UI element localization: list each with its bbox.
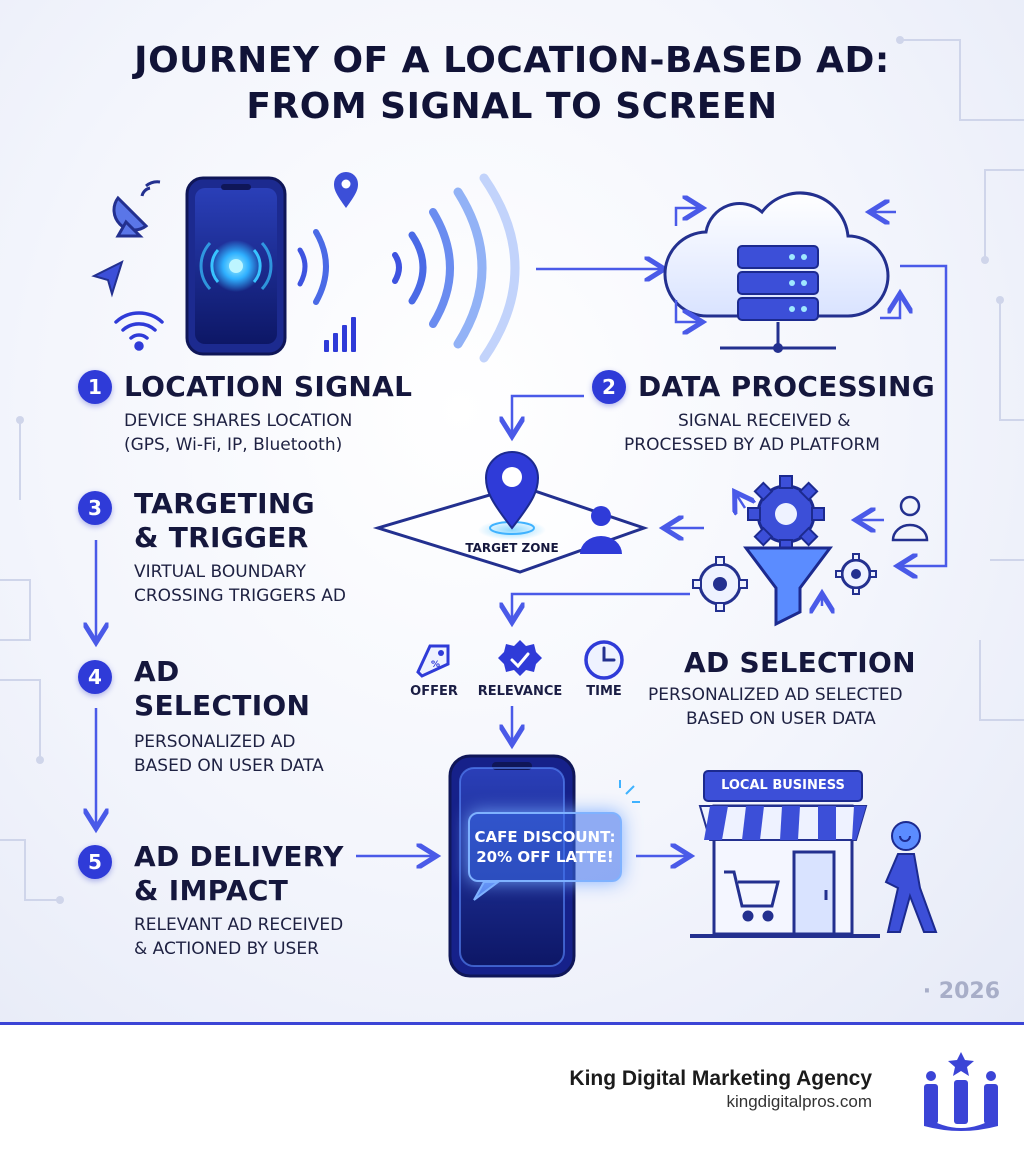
source-phone [185, 176, 287, 356]
step-4-desc-line-2: BASED ON USER DATA [134, 756, 324, 776]
target-zone-label: TARGET ZONE [465, 541, 559, 555]
factor-label-time: TIME [586, 684, 622, 699]
year-label: · 2026 [922, 979, 1000, 1004]
check-badge-icon [498, 640, 542, 676]
ad-selection-heading: AD SELECTION [684, 646, 916, 679]
step-1-badge: 1 [78, 370, 112, 404]
crown-logo-icon [924, 1052, 998, 1131]
svg-text:%: % [431, 660, 440, 670]
factor-label-relevance: RELEVANCE [477, 684, 563, 699]
wifi-icon [114, 311, 164, 351]
step-3-desc-line-2: CROSSING TRIGGERS AD [134, 586, 346, 606]
step-2-heading: DATA PROCESSING [638, 370, 936, 403]
step-5-heading-line-1: AD DELIVERY [134, 840, 344, 873]
arrow-cloud-to-selection [900, 264, 948, 566]
ad-bubble-line-2: 20% OFF LATTE! [476, 848, 614, 866]
tag-icon: % [416, 644, 450, 678]
funnel-icon [743, 546, 833, 627]
ad-bubble-line-1: CAFE DISCOUNT: [474, 828, 616, 846]
step-1-desc-line-2: (GPS, Wi-Fi, IP, Bluetooth) [124, 435, 343, 455]
arrow-processing-to-zone [512, 394, 584, 434]
step-3-desc-line-1: VIRTUAL BOUNDARY [134, 562, 306, 582]
step-3-heading-line-1: TARGETING [134, 487, 315, 520]
store-icon [690, 770, 880, 938]
step-2-badge: 2 [592, 370, 626, 404]
step-2-desc-line-1: SIGNAL RECEIVED & [678, 411, 851, 431]
signal-bars-icon [324, 317, 356, 352]
step-1-heading: LOCATION SIGNAL [124, 370, 413, 403]
navigation-arrow-icon [91, 260, 124, 298]
store-sign-label: LOCAL BUSINESS [721, 778, 845, 793]
title-line-1: JOURNEY OF A LOCATION-BASED AD: [134, 40, 890, 81]
step-4-heading-line-1: AD [134, 655, 180, 688]
step-5-heading-line-2: & IMPACT [134, 874, 289, 907]
cloud-server-icon [663, 191, 890, 353]
satellite-dish-icon [112, 180, 161, 238]
map-pin-icon [334, 172, 358, 208]
gear-cycle-arrow [736, 494, 745, 508]
title-line-2: FROM SIGNAL TO SCREEN [246, 86, 778, 127]
step-4-heading-line-2: SELECTION [134, 689, 311, 722]
ad-selection-desc-line-1: PERSONALIZED AD SELECTED [648, 685, 903, 705]
step-2-desc-line-2: PROCESSED BY AD PLATFORM [624, 435, 880, 455]
step-5-desc-line-2: & ACTIONED BY USER [134, 939, 319, 959]
step-5-desc-line-1: RELEVANT AD RECEIVED [134, 915, 344, 935]
footer [0, 1025, 1024, 1154]
step-3-badge: 3 [78, 491, 112, 525]
walking-person-icon [884, 821, 938, 933]
factor-label-offer: OFFER [410, 684, 458, 699]
company-website[interactable]: kingdigitalpros.com [726, 1092, 872, 1111]
zone-user-icon [580, 506, 622, 554]
ad-selection-desc-line-2: BASED ON USER DATA [686, 709, 876, 729]
target-zone [372, 484, 649, 574]
notify-rays [619, 780, 640, 803]
selection-user-icon [891, 495, 929, 542]
step-4-badge: 4 [78, 660, 112, 694]
clock-icon [584, 640, 624, 680]
ad-notification-bubble: CAFE DISCOUNT: 20% OFF LATTE! [468, 812, 622, 882]
signal-waves [297, 173, 520, 363]
footer-divider [0, 1022, 1024, 1025]
step-4-desc-line-1: PERSONALIZED AD [134, 732, 296, 752]
cloud-cycle-arrows [674, 208, 900, 322]
arrow-selection-to-factors [512, 592, 690, 620]
step-5-badge: 5 [78, 845, 112, 879]
circuit-background [0, 36, 1024, 904]
bubble-tail [473, 881, 501, 901]
shopping-cart-icon [724, 870, 780, 922]
infographic-canvas: JOURNEY OF A LOCATION-BASED AD: FROM SIG… [0, 0, 1024, 1024]
step-1-desc-line-1: DEVICE SHARES LOCATION [124, 411, 353, 431]
company-name: King Digital Marketing Agency [569, 1067, 872, 1090]
zone-pin-icon [484, 451, 540, 530]
page-title: JOURNEY OF A LOCATION-BASED AD: FROM SIG… [40, 38, 984, 130]
step-3-heading-line-2: & TRIGGER [134, 521, 309, 554]
